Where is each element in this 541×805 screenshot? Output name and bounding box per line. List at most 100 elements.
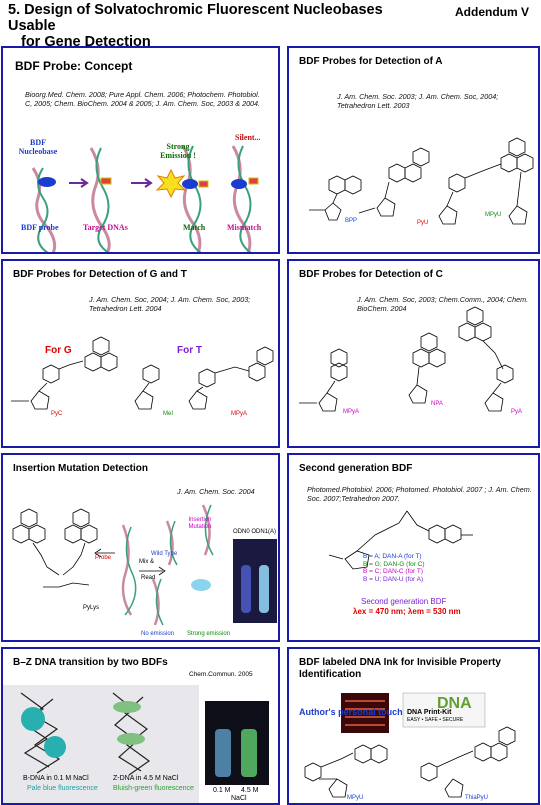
second-gen-wavelengths: λex = 470 nm; λem = 530 nm	[353, 607, 461, 616]
legend-item-a: B = A; DAN-A (for T)	[363, 553, 422, 560]
label-conc-1: 0.1 M	[213, 787, 231, 794]
label-mpya: MPyA	[231, 411, 248, 417]
legend-item-g: B = G; DAN-G (for C)	[363, 560, 425, 568]
mismatch-marker	[248, 177, 259, 185]
label-mix: Mix &	[139, 559, 154, 565]
print-kit-box	[402, 692, 486, 728]
vials-photo	[205, 701, 269, 785]
label-match: Match	[183, 223, 206, 232]
page-title-line1: 5. Design of Solvatochromic Fluorescent …	[8, 2, 383, 34]
addendum-label: Addendum V	[455, 5, 529, 19]
arrow-icon	[69, 178, 89, 188]
panel-concept-title: BDF Probe: Concept	[15, 59, 133, 73]
label-odn: ODN0 ODN1(A)	[233, 529, 277, 535]
panel-probe-a-citation: J. Am. Chem. Soc. 2003; J. Am. Chem. Soc…	[337, 92, 499, 110]
label-for-t: For T	[177, 345, 202, 356]
label-mpyu-ink: MPyU	[347, 795, 364, 801]
label-z-fluor: Bluish-green fluorescence	[113, 785, 194, 792]
panel-ink-title: BDF labeled DNA Ink for Invisible Proper…	[299, 657, 501, 680]
label-thiapyu: ThiaPyU	[465, 795, 489, 801]
vial-blue	[215, 729, 231, 777]
ink-diagram	[304, 692, 516, 798]
panel-probe-gt-title: BDF Probes for Detection of G and T	[13, 269, 187, 280]
panel-second-gen: Second generation BDF Photomed.Photobiol…	[287, 453, 540, 642]
label-mei: MeI	[163, 411, 174, 417]
label-mismatch: Mismatch	[227, 223, 262, 232]
label-insertion-mutation: Insertion Mutation	[188, 517, 212, 530]
tube-left	[241, 565, 251, 613]
emission-burst-icon	[155, 168, 187, 199]
label-mpyu: MPyU	[485, 212, 502, 218]
probe-c-structures	[299, 306, 514, 412]
panel-second-gen-citation: Photomed.Photobiol. 2006; Photomed. Phot…	[307, 485, 532, 503]
panel-insertion-title: Insertion Mutation Detection	[13, 463, 148, 474]
label-target-dnas: Target DNAs	[83, 223, 128, 232]
panel-probe-c-title: BDF Probes for Detection of C	[299, 269, 443, 280]
dna-strand-wild	[165, 520, 178, 566]
panel-insertion-citation: J. Am. Chem. Soc. 2004	[177, 487, 255, 496]
label-bpp: BPP	[345, 218, 358, 224]
mismatch-bdf-ellipse	[231, 179, 247, 189]
b-dna-blob-2	[44, 736, 66, 758]
panel-second-gen-title: Second generation BDF	[299, 463, 413, 474]
label-read: Read	[141, 575, 156, 581]
second-gen-structure	[328, 510, 473, 570]
panel-concept-citation: Bioorg.Med. Chem. 2008; Pure Appl. Chem.…	[25, 90, 261, 108]
label-no-emission: No emission	[141, 631, 175, 637]
label-bdf-probe: BDF probe	[21, 223, 59, 232]
label-pyu: PyU	[417, 220, 429, 226]
match-bdf-ellipse	[182, 179, 198, 189]
dna-helix-target	[89, 147, 111, 252]
label-mpya-c: MPyA	[343, 409, 360, 415]
label-probe: Probe	[95, 555, 112, 561]
z-dna-blob	[113, 701, 141, 713]
probe-gt-structures	[11, 336, 274, 410]
match-marker	[198, 180, 209, 188]
panel-probe-c-citation: J. Am. Chem. Soc, 2003; Chem.Comm., 2004…	[357, 295, 529, 313]
dna-helix-mismatch	[231, 145, 252, 252]
legend-item-u: B = U; DAN-U (for A)	[363, 575, 424, 583]
panel-ink: BDF labeled DNA Ink for Invisible Proper…	[287, 647, 540, 805]
legend-item-c: B = C; DAN-C (for T)	[363, 568, 424, 575]
second-gen-caption: Second generation BDF	[361, 597, 447, 606]
page-title: 5. Design of Solvatochromic Fluorescent …	[8, 2, 428, 50]
label-bdf-nucleobase: BDF Nucleobase	[18, 138, 58, 156]
b-dna-blob	[21, 707, 45, 731]
bz-diagram	[3, 685, 269, 803]
emission-glow-icon	[191, 579, 211, 591]
label-for-g: For G	[45, 345, 72, 356]
panel-probe-c: BDF Probes for Detection of C J. Am. Che…	[287, 259, 540, 448]
arrow-icon-2	[131, 178, 153, 188]
label-npa: NPA	[431, 401, 443, 407]
panel-bz-title: B–Z DNA transition by two BDFs	[13, 657, 168, 668]
label-b-fluor: Pale blue fluorescence	[27, 785, 98, 792]
target-marker	[100, 177, 112, 185]
label-strong-emission: Strong Emission !	[160, 142, 196, 160]
label-nacl: NaCl	[231, 795, 247, 802]
panel-concept: BDF Probe: Concept Bioorg.Med. Chem. 200…	[1, 46, 280, 254]
vial-green	[241, 729, 257, 777]
dna-strand-no-emission	[151, 578, 164, 626]
panel-probe-a: BDF Probes for Detection of A J. Am. Che…	[287, 46, 540, 254]
dna-helix-match	[181, 145, 202, 252]
kit-dna-logo: DNA	[437, 695, 472, 712]
label-author-touch: Author's personal touch	[299, 707, 403, 717]
panel-probe-gt-citation: J. Am. Chem. Soc, 2004; J. Am. Chem. Soc…	[89, 295, 251, 313]
panel-insertion: Insertion Mutation Detection J. Am. Chem…	[1, 453, 280, 642]
panel-bz-citation: Chem.Commun. 2005	[189, 671, 253, 678]
label-wild-type: Wild Type	[151, 551, 178, 557]
tube-right	[259, 565, 269, 613]
label-strong-emission-2: Strong emission	[187, 631, 231, 637]
label-b-dna: B-DNA in 0.1 M NaCl	[23, 775, 89, 782]
second-gen-legend: B = A; DAN-A (for T) B = G; DAN-G (for C…	[363, 553, 425, 583]
dna-strand-insertion	[201, 504, 214, 556]
concept-diagram	[31, 145, 259, 252]
probe-a-structures	[309, 137, 534, 225]
gel-image	[341, 693, 389, 733]
arrow-mix-icon	[139, 566, 166, 576]
panel-bz: B–Z DNA transition by two BDFs Chem.Comm…	[1, 647, 280, 805]
kit-sub-label: EASY • SAFE • SECURE	[407, 717, 464, 723]
arrow-probe-icon	[94, 548, 115, 558]
bdf-nucleobase-ellipse	[38, 177, 56, 187]
label-pylys: PyLys	[83, 605, 100, 611]
